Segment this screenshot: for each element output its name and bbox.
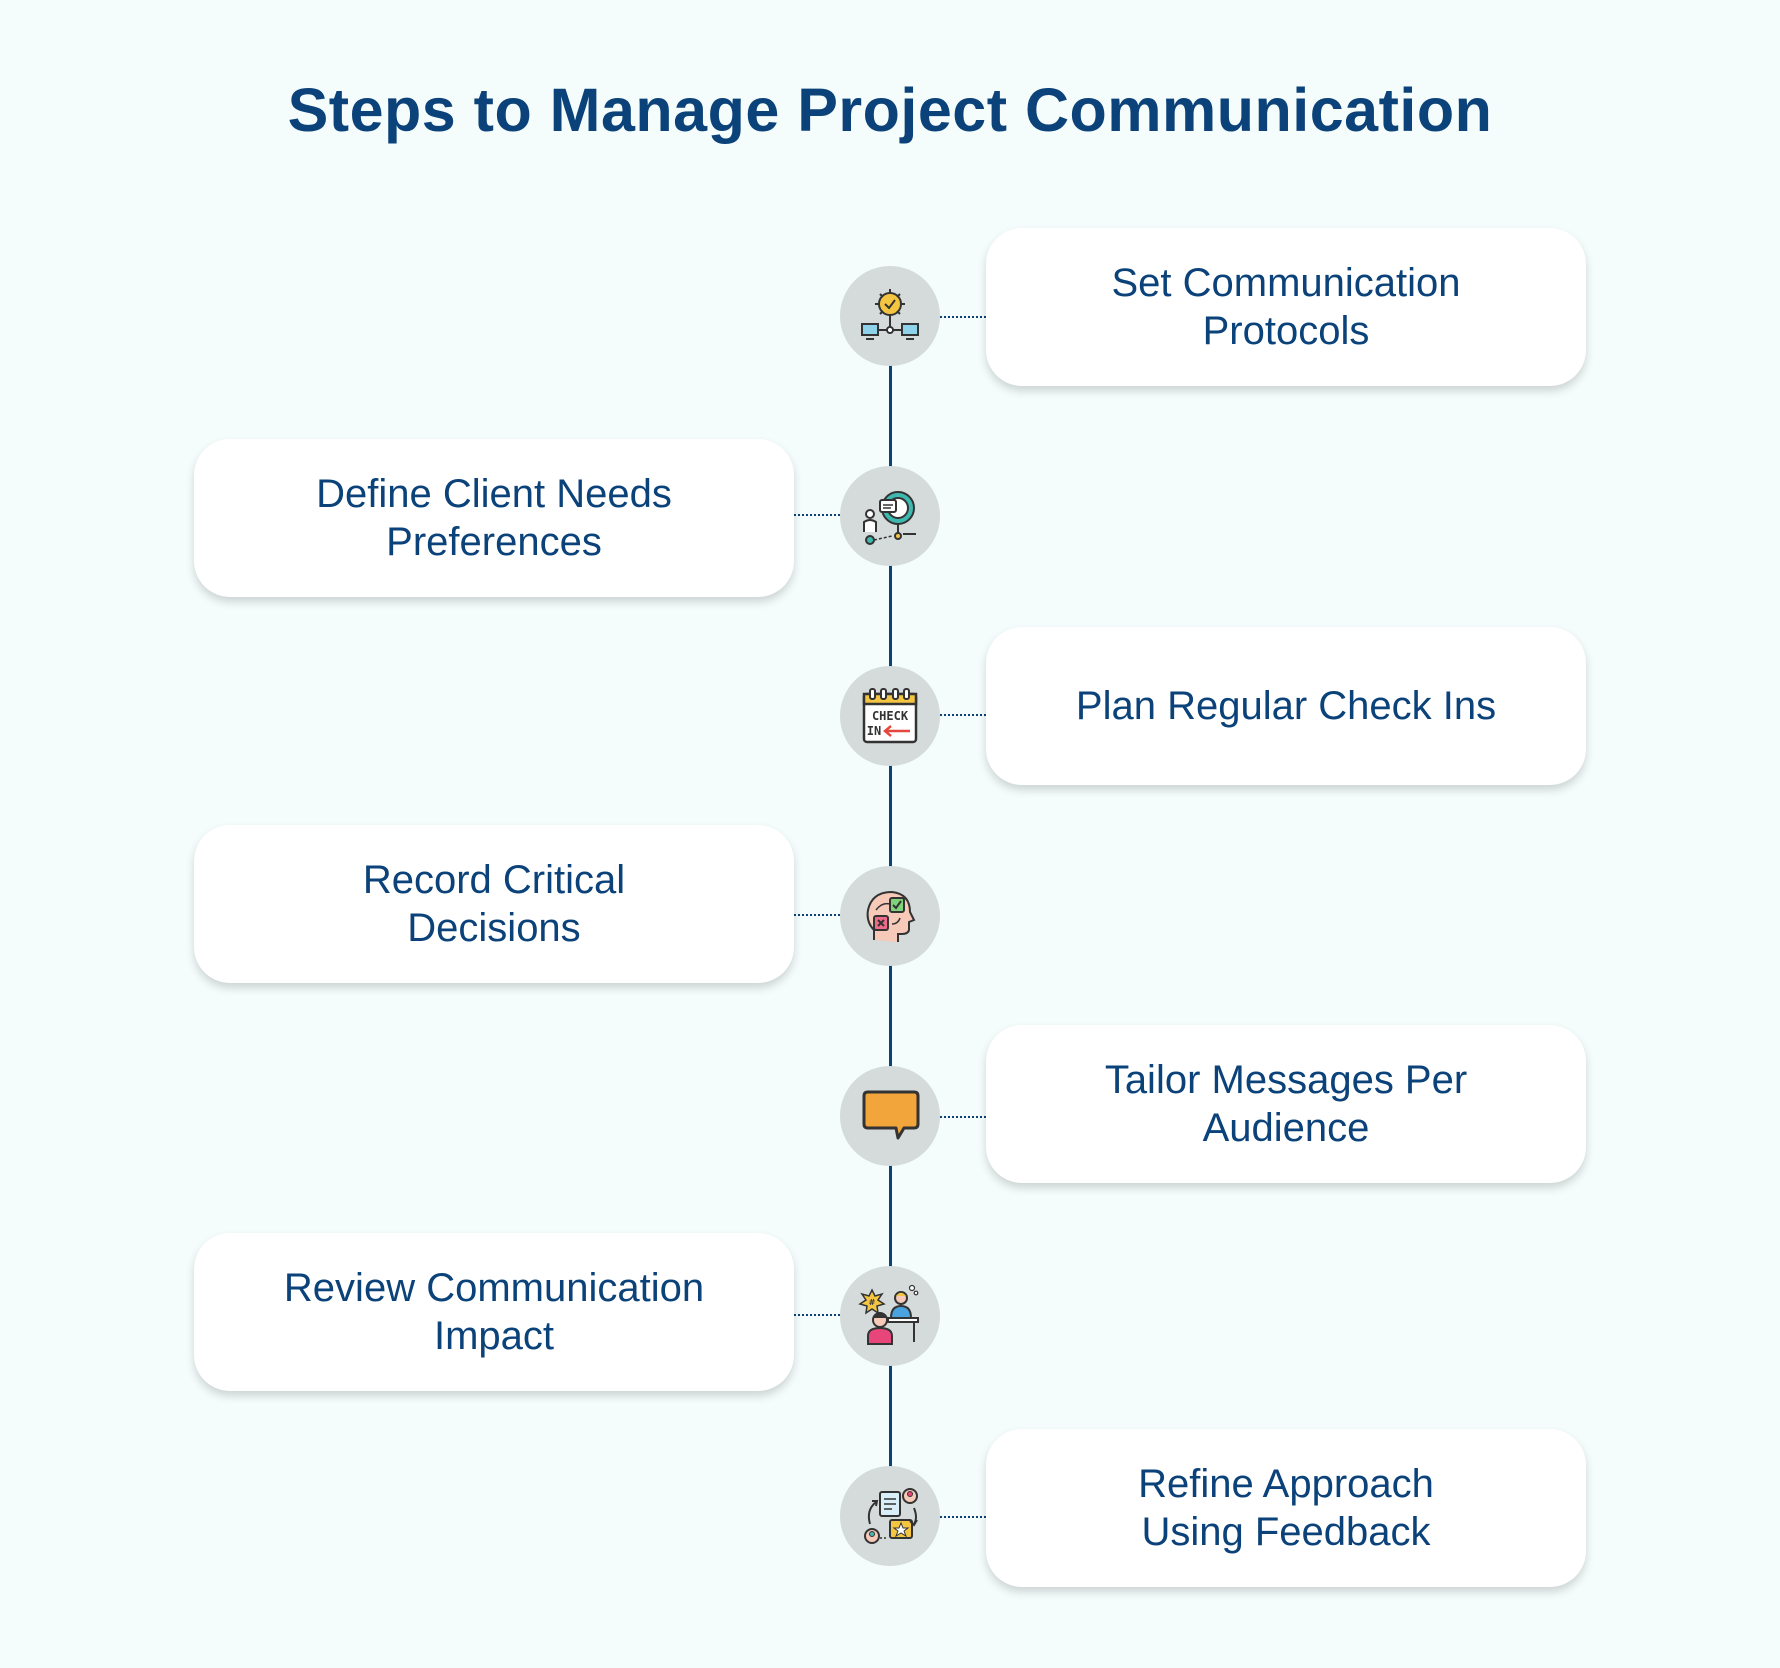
connector-5 [940, 1116, 986, 1118]
step-2-node [840, 466, 940, 566]
step-6-node: # [840, 1266, 940, 1366]
step-2-card: Define Client Needs Preferences [194, 439, 794, 597]
step-6-label-line-1: Review Communication [283, 1266, 705, 1310]
connector-7 [940, 1516, 986, 1518]
page-title: Steps to Manage Project Communication [287, 76, 1493, 144]
connector-4 [794, 914, 840, 916]
step-2-label-line-1: Define Client Needs [316, 472, 672, 516]
client-analysis-icon [863, 491, 916, 545]
step-3-card: Plan Regular Check Ins [986, 627, 1586, 785]
step-6-card: Review Communication Impact [194, 1233, 794, 1391]
step-7-label-line-2: Using Feedback [1141, 1510, 1431, 1554]
step-5-label-line-1: Tailor Messages Per [1104, 1058, 1468, 1102]
step-7-node [840, 1466, 940, 1566]
connector-2 [794, 514, 840, 516]
step-3-node: CHECK IN [840, 666, 940, 766]
step-1-label-line-1: Set Communication [1111, 261, 1461, 305]
connector-6 [794, 1314, 840, 1316]
step-6-label-line-2: Impact [433, 1314, 555, 1358]
step-1-label-line-2: Protocols [1202, 309, 1370, 353]
step-1-card: Set Communication Protocols [986, 228, 1586, 386]
decision-head-icon [866, 890, 916, 942]
connector-1 [940, 316, 986, 318]
speech-bubble-icon [862, 1090, 920, 1140]
svg-text:#: # [869, 1298, 876, 1307]
step-2-label-line-2: Preferences [386, 520, 602, 564]
step-7-card: Refine Approach Using Feedback [986, 1429, 1586, 1587]
svg-text:CHECK: CHECK [872, 709, 909, 723]
step-4-card: Record Critical Decisions [194, 825, 794, 983]
step-4-label-line-2: Decisions [407, 906, 581, 950]
step-4-node [840, 866, 940, 966]
feedback-cycle-icon [864, 1488, 918, 1544]
connector-3 [940, 714, 986, 716]
step-4-label-line-1: Record Critical [362, 858, 626, 902]
gear-network-icon [861, 289, 919, 340]
people-review-icon: # [858, 1284, 919, 1345]
step-7-label-line-1: Refine Approach [1138, 1462, 1434, 1506]
step-5-label-line-2: Audience [1202, 1106, 1370, 1150]
step-3-label-line-1: Plan Regular Check Ins [1075, 684, 1497, 728]
step-5-card: Tailor Messages Per Audience [986, 1025, 1586, 1183]
check-in-calendar-icon: CHECK IN [862, 688, 918, 744]
step-5-node [840, 1066, 940, 1166]
step-1-node [840, 266, 940, 366]
svg-text:IN: IN [867, 724, 881, 738]
